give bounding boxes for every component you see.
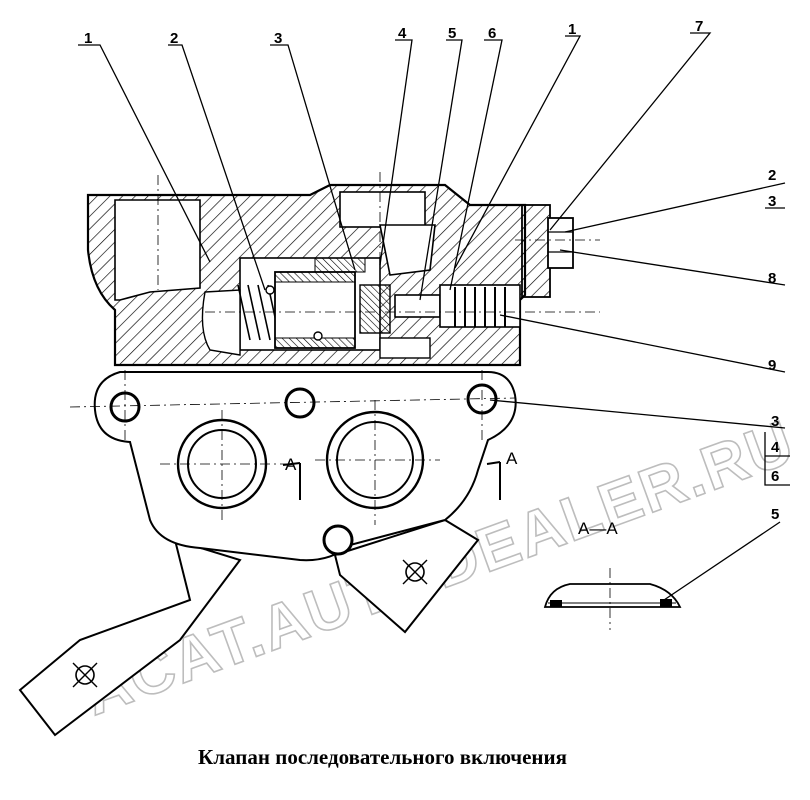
mounting-arm-left — [18, 538, 242, 737]
callout-6: 6 — [488, 25, 496, 42]
callout-3: 3 — [274, 30, 282, 47]
section-view-label: A—A — [578, 519, 618, 538]
callout-b6: 6 — [771, 468, 779, 485]
callout-7: 7 — [695, 18, 703, 35]
callout-b4: 4 — [771, 439, 780, 456]
callouts: 1 2 3 4 5 6 1 7 2 3 8 9 3 4 6 5 — [84, 18, 780, 523]
callout-5: 5 — [448, 25, 456, 42]
section-mark-left: A — [285, 455, 297, 474]
callout-b5: 5 — [771, 506, 779, 523]
lower-flange — [69, 370, 517, 562]
callout-1a: 1 — [84, 30, 92, 47]
leader-lines — [78, 32, 790, 601]
callout-b3: 3 — [771, 413, 779, 430]
valve-body — [86, 172, 600, 367]
drawing-caption: Клапан последовательного включения — [198, 745, 567, 769]
callout-r8: 8 — [768, 270, 776, 287]
callout-r9: 9 — [768, 357, 776, 374]
section-cut-marks: A A — [282, 449, 518, 500]
callout-1b: 1 — [568, 21, 576, 38]
callout-2: 2 — [170, 30, 178, 47]
callout-4: 4 — [398, 25, 407, 42]
section-mark-right: A — [506, 449, 518, 468]
section-view-aa: A—A — [543, 519, 682, 630]
callout-r2: 2 — [768, 167, 776, 184]
callout-r3: 3 — [768, 193, 776, 210]
